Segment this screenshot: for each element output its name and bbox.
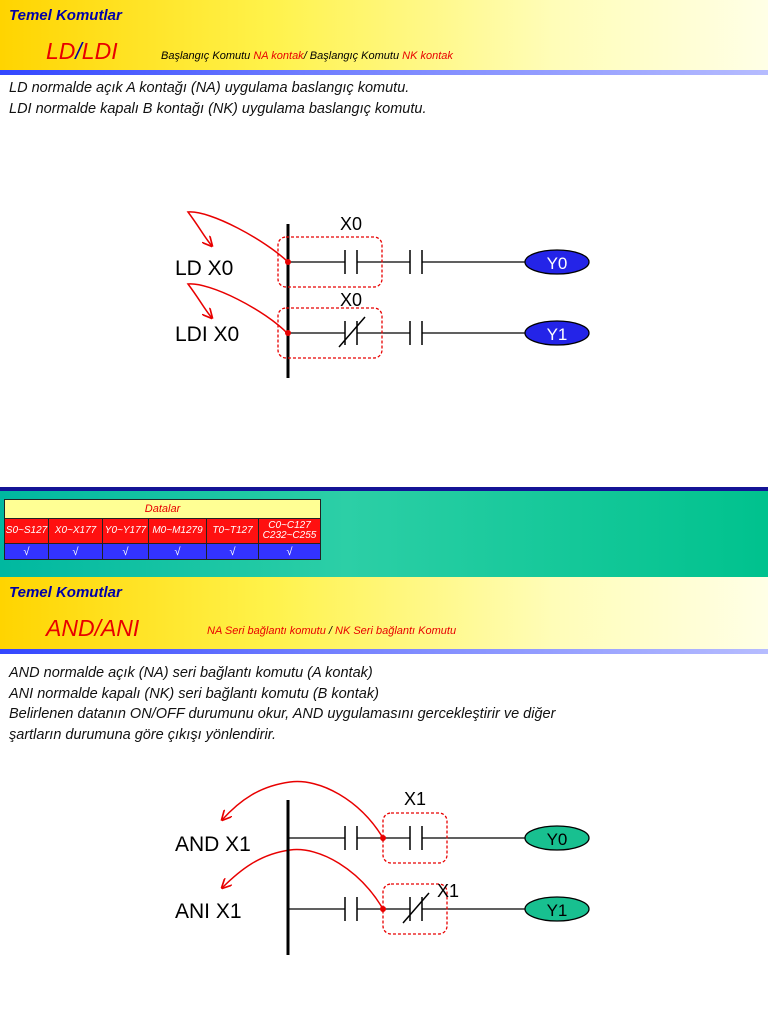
- operand-cell: Y0~Y177: [102, 518, 149, 544]
- operand-cell: M0~M1279: [148, 518, 207, 544]
- section2-divider: [0, 649, 768, 654]
- arrow-ldi: [186, 283, 289, 335]
- output-coil-y0: [524, 249, 590, 275]
- output-coil-y1: [524, 320, 590, 346]
- section2-command: AND/ANI: [46, 615, 139, 642]
- rung-1: [277, 236, 526, 288]
- output-label-y1: Y1: [547, 901, 568, 920]
- check-cell: √: [206, 543, 259, 560]
- check-cell: √: [258, 543, 321, 560]
- instr-ld-x0: LD X0: [175, 257, 233, 280]
- cmd-ldi: LDI: [81, 38, 118, 64]
- section1-subtitle: Başlangıç Komutu NA kontak/ Başlangıç Ko…: [161, 50, 453, 62]
- section2-header: Temel Komutlar AND/ANI NA Seri bağlantı …: [0, 577, 768, 649]
- contact-label-x0: X0: [340, 214, 362, 234]
- arrow-ld: [186, 211, 289, 263]
- data-table: Datalar S0~S127 X0~X177 Y0~Y177 M0~M1279…: [4, 499, 321, 560]
- arrow-ani: [222, 848, 384, 910]
- cmd-separator: /: [75, 38, 82, 64]
- operand-cell: S0~S127: [4, 518, 49, 544]
- desc-line: Belirlenen datanın ON/OFF durumunu okur,…: [9, 706, 556, 722]
- and-ani-ladder-diagram: AND X1 ANI X1 X1 Y0 X1 Y1: [175, 780, 590, 955]
- output-label-y0: Y0: [547, 830, 568, 849]
- section1-title: Temel Komutlar: [9, 7, 122, 24]
- output-coil-y1: [524, 896, 590, 922]
- desc-line: LDI normalde kapalı B kontağı (NK) uygul…: [9, 100, 427, 117]
- output-label-y0: Y0: [547, 254, 568, 273]
- check-cell: √: [102, 543, 149, 560]
- data-table-header: Datalar: [4, 499, 321, 519]
- section2-description: AND normalde açık (NA) seri bağlantı kom…: [9, 663, 555, 745]
- desc-line: ANI normalde kapalı (NK) seri bağlantı k…: [9, 685, 379, 702]
- section1-description: LD normalde açık A kontağı (NA) uygulama…: [9, 78, 427, 119]
- instr-ldi-x0: LDI X0: [175, 323, 239, 346]
- arrow-and: [222, 780, 384, 839]
- ld-ldi-ladder-diagram: LD X0 LDI X0 X0 Y0 X0 Y1: [175, 211, 590, 378]
- section2-title: Temel Komutlar: [9, 584, 122, 601]
- check-cell: √: [148, 543, 207, 560]
- section1-header: Temel Komutlar LD/LDI Başlangıç Komutu N…: [0, 0, 768, 70]
- check-cell: √: [48, 543, 103, 560]
- instr-and-x1: AND X1: [175, 833, 251, 856]
- desc-line: LD normalde açık A kontağı (NA) uygulama…: [9, 80, 410, 96]
- rung-2: [277, 307, 526, 359]
- operand-cell: X0~X177: [48, 518, 103, 544]
- rung-ani: [288, 883, 526, 935]
- cmd-ld: LD: [46, 38, 76, 64]
- output-label-y1: Y1: [547, 325, 568, 344]
- cmd-and: AND: [46, 615, 95, 641]
- data-band-divider: [0, 487, 768, 491]
- contact-label-x1-nc: X1: [437, 881, 459, 901]
- desc-line: AND normalde açık (NA) seri bağlantı kom…: [9, 665, 373, 681]
- contact-label-x1: X1: [404, 789, 426, 809]
- rung-and: [288, 812, 526, 864]
- output-coil-y0: [524, 825, 590, 851]
- cmd-separator: /: [94, 615, 101, 641]
- section2-subtitle: NA Seri bağlantı komutu / NK Seri bağlan…: [207, 625, 457, 637]
- section1-command: LD/LDI: [46, 38, 118, 65]
- data-band: Datalar S0~S127 X0~X177 Y0~Y177 M0~M1279…: [0, 487, 768, 577]
- section1-divider: [0, 70, 768, 75]
- operand-cell: T0~T127: [206, 518, 259, 544]
- cmd-ani: ANI: [100, 615, 140, 641]
- desc-line: şartların durumuna göre çıkışı yönlendir…: [9, 726, 277, 743]
- contact-label-x0-nc: X0: [340, 290, 362, 310]
- check-cell: √: [4, 543, 49, 560]
- instr-ani-x1: ANI X1: [175, 900, 242, 923]
